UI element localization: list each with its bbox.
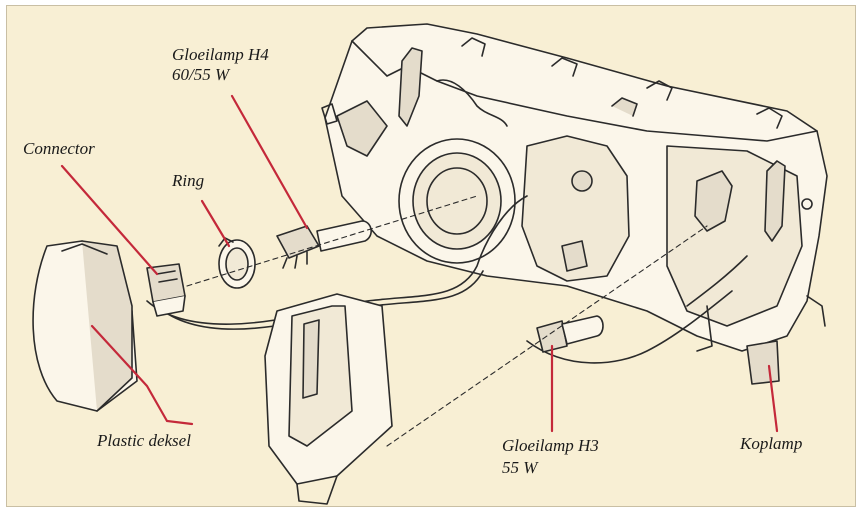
headlamp-exploded-drawing	[32, 23, 828, 505]
bulb-h4-part	[276, 220, 372, 269]
leader-line-ring	[200, 199, 231, 248]
lamp-shield-part	[264, 293, 393, 505]
leader-line-connector	[60, 164, 159, 276]
label-gloeilamp-h3-line1: Gloeilamp H3	[502, 436, 599, 455]
diagram-frame: Gloeilamp H4 60/55 W Connector Ring Plas…	[6, 5, 856, 507]
ring-part	[218, 237, 256, 289]
label-gloeilamp-h4-line1: Gloeilamp H4	[172, 45, 269, 64]
label-koplamp: Koplamp	[740, 434, 803, 453]
connector-part	[146, 263, 186, 317]
label-gloeilamp-h3-line2: 55 W	[502, 458, 538, 477]
label-connector: Connector	[23, 139, 95, 158]
leader-line-koplamp	[767, 364, 779, 433]
label-plastic-deksel: Plastic deksel	[97, 431, 191, 450]
label-ring: Ring	[172, 171, 205, 190]
headlamp-housing	[146, 23, 828, 385]
leader-line-h4	[230, 94, 309, 230]
plastic-cover-part	[32, 240, 138, 412]
leader-line-plastic-deksel	[90, 324, 194, 426]
bulb-h3-part	[536, 315, 604, 353]
label-gloeilamp-h4-line2: 60/55 W	[172, 65, 230, 84]
